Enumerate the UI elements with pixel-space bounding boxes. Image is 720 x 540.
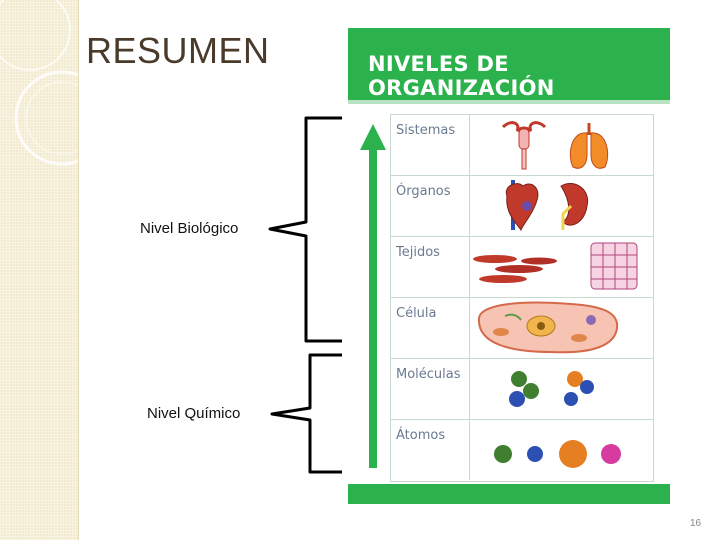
biological-level-label: Nivel Biológico [140,220,239,237]
organization-levels-figure: NIVELES DE ORGANIZACIÓN Sistemas Órganos [348,28,670,504]
heart-kidney-icon [505,180,589,232]
level-row-organs: Órganos [391,176,653,237]
figure-title: NIVELES DE ORGANIZACIÓN [368,52,555,100]
level-row-tissues: Tejidos [391,237,653,298]
tissue-icon [473,242,638,290]
level-label: Átomos [396,428,446,443]
level-row-molecules: Moléculas [391,359,653,420]
level-label: Célula [396,306,437,321]
cell-icon [477,301,619,354]
level-row-atoms: Átomos [391,420,653,480]
level-label: Sistemas [396,123,456,138]
molecules-icon [509,371,594,407]
page-number: 16 [690,518,702,529]
chemical-level-label: Nivel Químico [147,405,241,422]
level-row-systems: Sistemas [391,115,653,176]
level-label: Moléculas [396,367,461,382]
figure-footer-bar [348,484,670,504]
decorative-side-band [0,0,79,540]
levels-panel: Sistemas Órganos [390,114,654,482]
decorative-circles [0,0,78,166]
biological-bracket [268,116,342,343]
level-label: Tejidos [396,245,440,260]
chemical-bracket [270,353,342,474]
level-label: Órganos [396,184,451,199]
atoms-icon [494,440,621,468]
up-arrow-icon [360,124,386,468]
slide-title: RESUMEN [86,30,270,71]
figure-header: NIVELES DE ORGANIZACIÓN [348,28,670,100]
level-row-cell: Célula [391,298,653,359]
systems-organs-icon [501,121,609,170]
